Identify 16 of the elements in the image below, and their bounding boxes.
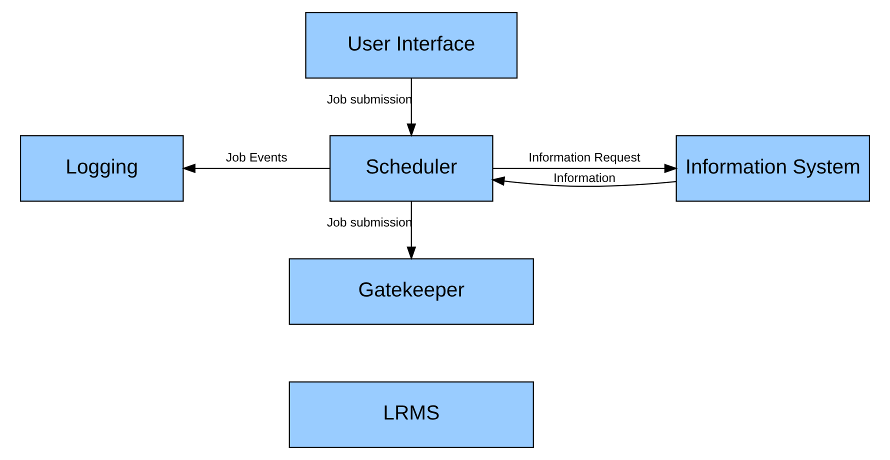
edge-label: Information Request <box>528 150 640 164</box>
node-box: Information System <box>676 135 870 202</box>
node-box: User Interface <box>305 12 518 79</box>
arrow <box>182 164 330 174</box>
arrow <box>406 78 416 138</box>
arrow <box>492 164 678 174</box>
arrow <box>406 201 416 260</box>
node-box: Scheduler <box>330 135 494 202</box>
edge-label: Information <box>553 170 616 185</box>
node-box: Logging <box>20 135 184 202</box>
node-box: LRMS <box>288 381 534 448</box>
arrow <box>491 176 676 187</box>
node-box: Gatekeeper <box>288 258 534 325</box>
edge-label: Job submission <box>326 216 412 230</box>
edge-label: Job Events <box>226 150 288 164</box>
edge-label: Job submission <box>326 92 412 106</box>
